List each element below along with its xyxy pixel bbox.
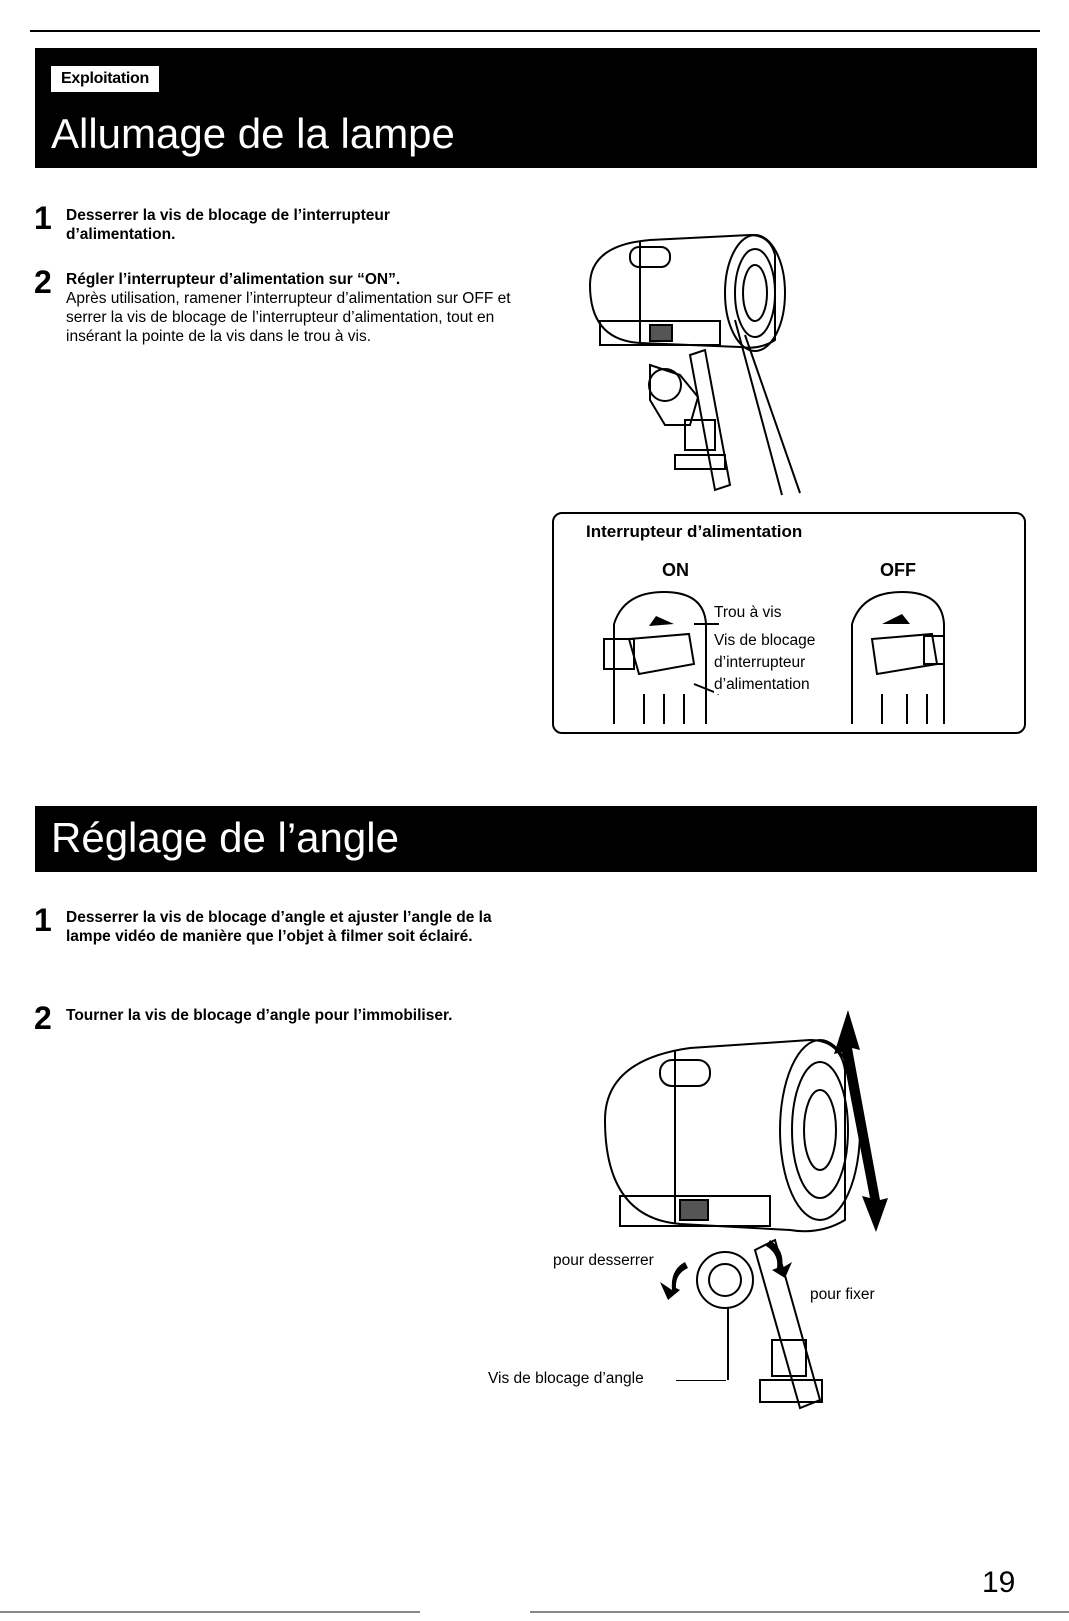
step-heading: Tourner la vis de blocage d’angle pour l… <box>66 1007 453 1024</box>
step-text: Après utilisation, ramener l’interrupteu… <box>66 290 511 345</box>
off-label: OFF <box>880 560 916 580</box>
step-number: 1 <box>34 902 52 938</box>
step-number: 2 <box>34 1000 52 1036</box>
step-1: 1 Desserrer la vis de blocage d’angle et… <box>34 902 534 946</box>
step-1: 1 Desserrer la vis de blocage de l’inter… <box>34 200 534 244</box>
screw-label-line1: Vis de blocage <box>714 632 816 650</box>
screw-label-line3: d’alimentation <box>714 676 810 694</box>
step-number: 1 <box>34 200 52 236</box>
step-heading: Régler l’interrupteur d’alimentation sur… <box>66 271 401 288</box>
lamp-illustration <box>588 233 801 496</box>
bottom-rule-right <box>530 1611 1069 1613</box>
callout-title: Interrupteur d’alimentation <box>586 522 803 541</box>
section-header-angle: Réglage de l’angle <box>35 806 1037 872</box>
step-number: 2 <box>34 264 52 300</box>
section-tag: Exploitation <box>51 66 159 92</box>
step-2: 2 Régler l’interrupteur d’alimentation s… <box>34 264 534 346</box>
switch-on-illustration <box>603 590 720 724</box>
power-switch-callout: Interrupteur d’alimentation ON OFF Tr <box>552 512 1026 734</box>
step-heading: Desserrer la vis de blocage d’angle et a… <box>66 909 492 945</box>
section-header-power: Exploitation Allumage de la lampe <box>35 48 1037 168</box>
bottom-rule-left <box>0 1611 420 1613</box>
page-number: 19 <box>982 1566 1016 1599</box>
loosen-label: pour desserrer <box>553 1252 654 1270</box>
step-2: 2 Tourner la vis de blocage d’angle pour… <box>34 1000 534 1036</box>
on-label: ON <box>662 560 689 580</box>
angle-adjust-illustration <box>603 1010 888 1410</box>
tighten-label: pour fixer <box>810 1286 875 1304</box>
screw-label-line2: d’interrupteur <box>714 654 806 672</box>
top-rule <box>30 30 1040 32</box>
angle-screw-label: Vis de blocage d’angle <box>488 1370 644 1388</box>
section-title: Allumage de la lampe <box>51 110 455 157</box>
switch-off-illustration <box>851 590 945 724</box>
section-title: Réglage de l’angle <box>51 814 399 861</box>
hole-label: Trou à vis <box>714 604 782 622</box>
step-heading: Desserrer la vis de blocage de l’interru… <box>66 207 390 243</box>
leader-line <box>676 1380 726 1381</box>
